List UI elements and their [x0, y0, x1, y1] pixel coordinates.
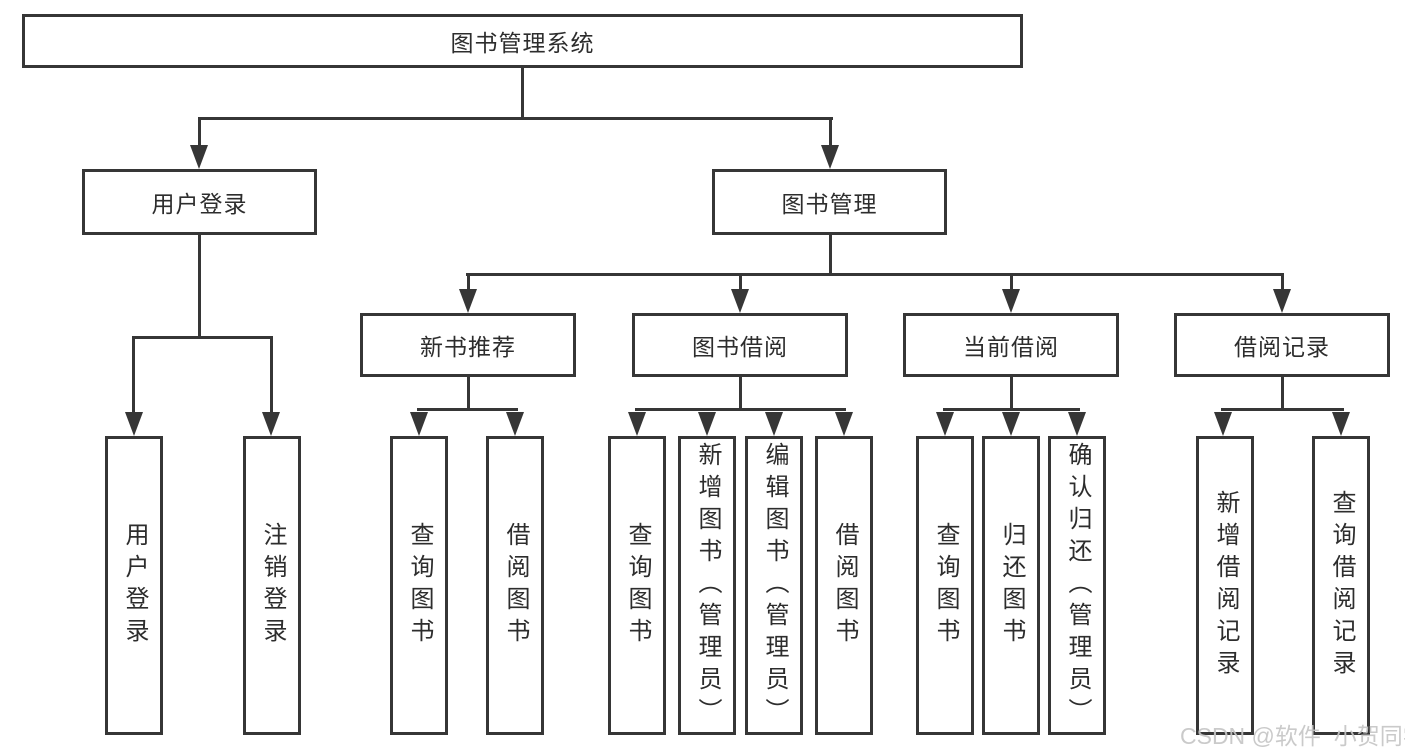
arrowhead-down-icon [835, 412, 853, 436]
connector-line [829, 235, 832, 276]
node-return-books: 归还图书 [982, 436, 1040, 735]
arrowhead-down-icon [459, 289, 477, 313]
arrowhead-down-icon [125, 412, 143, 436]
connector-line [132, 336, 135, 413]
arrowhead-down-icon [821, 145, 839, 169]
connector-line [943, 408, 1080, 411]
node-borrowing-records: 借阅记录 [1174, 313, 1390, 377]
connector-line [270, 336, 273, 413]
arrowhead-down-icon [262, 412, 280, 436]
node-current-borrowing: 当前借阅 [903, 313, 1119, 377]
node-add-books-admin: 新增图书（管理员） [678, 436, 736, 735]
node-confirm-return-admin: 确认归还（管理员） [1048, 436, 1106, 735]
connector-line [198, 117, 833, 120]
node-query-borrow-record: 查询借阅记录 [1312, 436, 1370, 735]
arrowhead-down-icon [1214, 412, 1232, 436]
node-query-books-recommend: 查询图书 [390, 436, 448, 735]
arrowhead-down-icon [1068, 412, 1086, 436]
arrowhead-down-icon [936, 412, 954, 436]
connector-line [1010, 377, 1013, 411]
connector-line [739, 377, 742, 411]
connector-line [1281, 273, 1284, 290]
connector-line [1010, 273, 1013, 290]
connector-line [467, 377, 470, 411]
node-add-borrow-record: 新增借阅记录 [1196, 436, 1254, 735]
node-query-books-borrow: 查询图书 [608, 436, 666, 735]
arrowhead-down-icon [1332, 412, 1350, 436]
connector-line [467, 273, 470, 290]
arrowhead-down-icon [506, 412, 524, 436]
node-user-login-group: 用户登录 [82, 169, 317, 235]
arrowhead-down-icon [698, 412, 716, 436]
connector-line [829, 117, 832, 146]
connector-line [198, 235, 201, 339]
connector-line [466, 273, 1284, 276]
node-book-borrowing: 图书借阅 [632, 313, 848, 377]
connector-line [198, 117, 201, 146]
arrowhead-down-icon [1002, 289, 1020, 313]
csdn-watermark: CSDN @软件_小贺同学 [1180, 723, 1405, 747]
connector-line [132, 336, 273, 339]
node-user-login: 用户登录 [105, 436, 163, 735]
arrowhead-down-icon [410, 412, 428, 436]
node-logout: 注销登录 [243, 436, 301, 735]
connector-line [521, 66, 524, 119]
arrowhead-down-icon [1002, 412, 1020, 436]
node-edit-books-admin: 编辑图书（管理员） [745, 436, 803, 735]
connector-line [1221, 408, 1344, 411]
arrowhead-down-icon [1273, 289, 1291, 313]
node-new-book-recommendation: 新书推荐 [360, 313, 576, 377]
connector-line [635, 408, 846, 411]
arrowhead-down-icon [190, 145, 208, 169]
node-library-management-system: 图书管理系统 [22, 14, 1023, 68]
arrowhead-down-icon [765, 412, 783, 436]
connector-line [417, 408, 518, 411]
arrowhead-down-icon [628, 412, 646, 436]
node-query-books-current: 查询图书 [916, 436, 974, 735]
node-borrow-books-recommend: 借阅图书 [486, 436, 544, 735]
connector-line [739, 273, 742, 290]
connector-line [1281, 377, 1284, 411]
node-borrow-books: 借阅图书 [815, 436, 873, 735]
node-book-management: 图书管理 [712, 169, 947, 235]
arrowhead-down-icon [731, 289, 749, 313]
